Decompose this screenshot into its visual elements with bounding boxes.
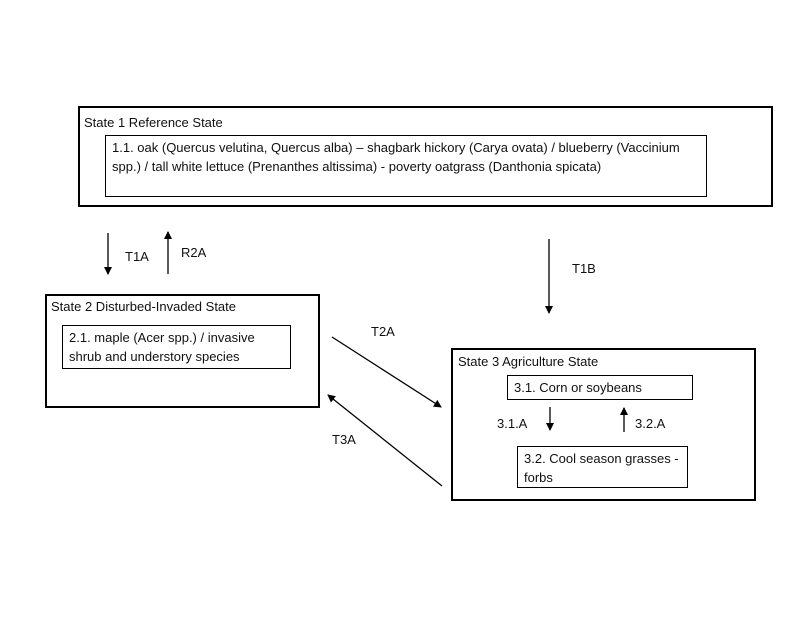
transition-t1a-label: T1A [125,249,149,264]
pathway-3-1-a-label: 3.1.A [497,416,528,431]
phase-3-2-box: 3.2. Cool season grasses - forbs [517,446,688,488]
transition-t2a-label: T2A [371,324,395,339]
state-1-title: State 1 Reference State [84,115,223,130]
pathway-3-2-a-label: 3.2.A [635,416,666,431]
restoration-r2a-label: R2A [181,245,207,260]
t3a-arrow [327,394,443,487]
t2a-arrow [331,336,442,408]
phase-1-1-box: 1.1. oak (Quercus velutina, Quercus alba… [105,135,707,197]
phase-2-1-box: 2.1. maple (Acer spp.) / invasive shrub … [62,325,291,369]
state-2-title: State 2 Disturbed-Invaded State [51,299,237,314]
transition-t1b-label: T1B [572,261,596,276]
phase-3-1-box: 3.1. Corn or soybeans [507,375,693,400]
state-3-title: State 3 Agriculture State [458,354,599,369]
transition-t3a-label: T3A [332,432,356,447]
